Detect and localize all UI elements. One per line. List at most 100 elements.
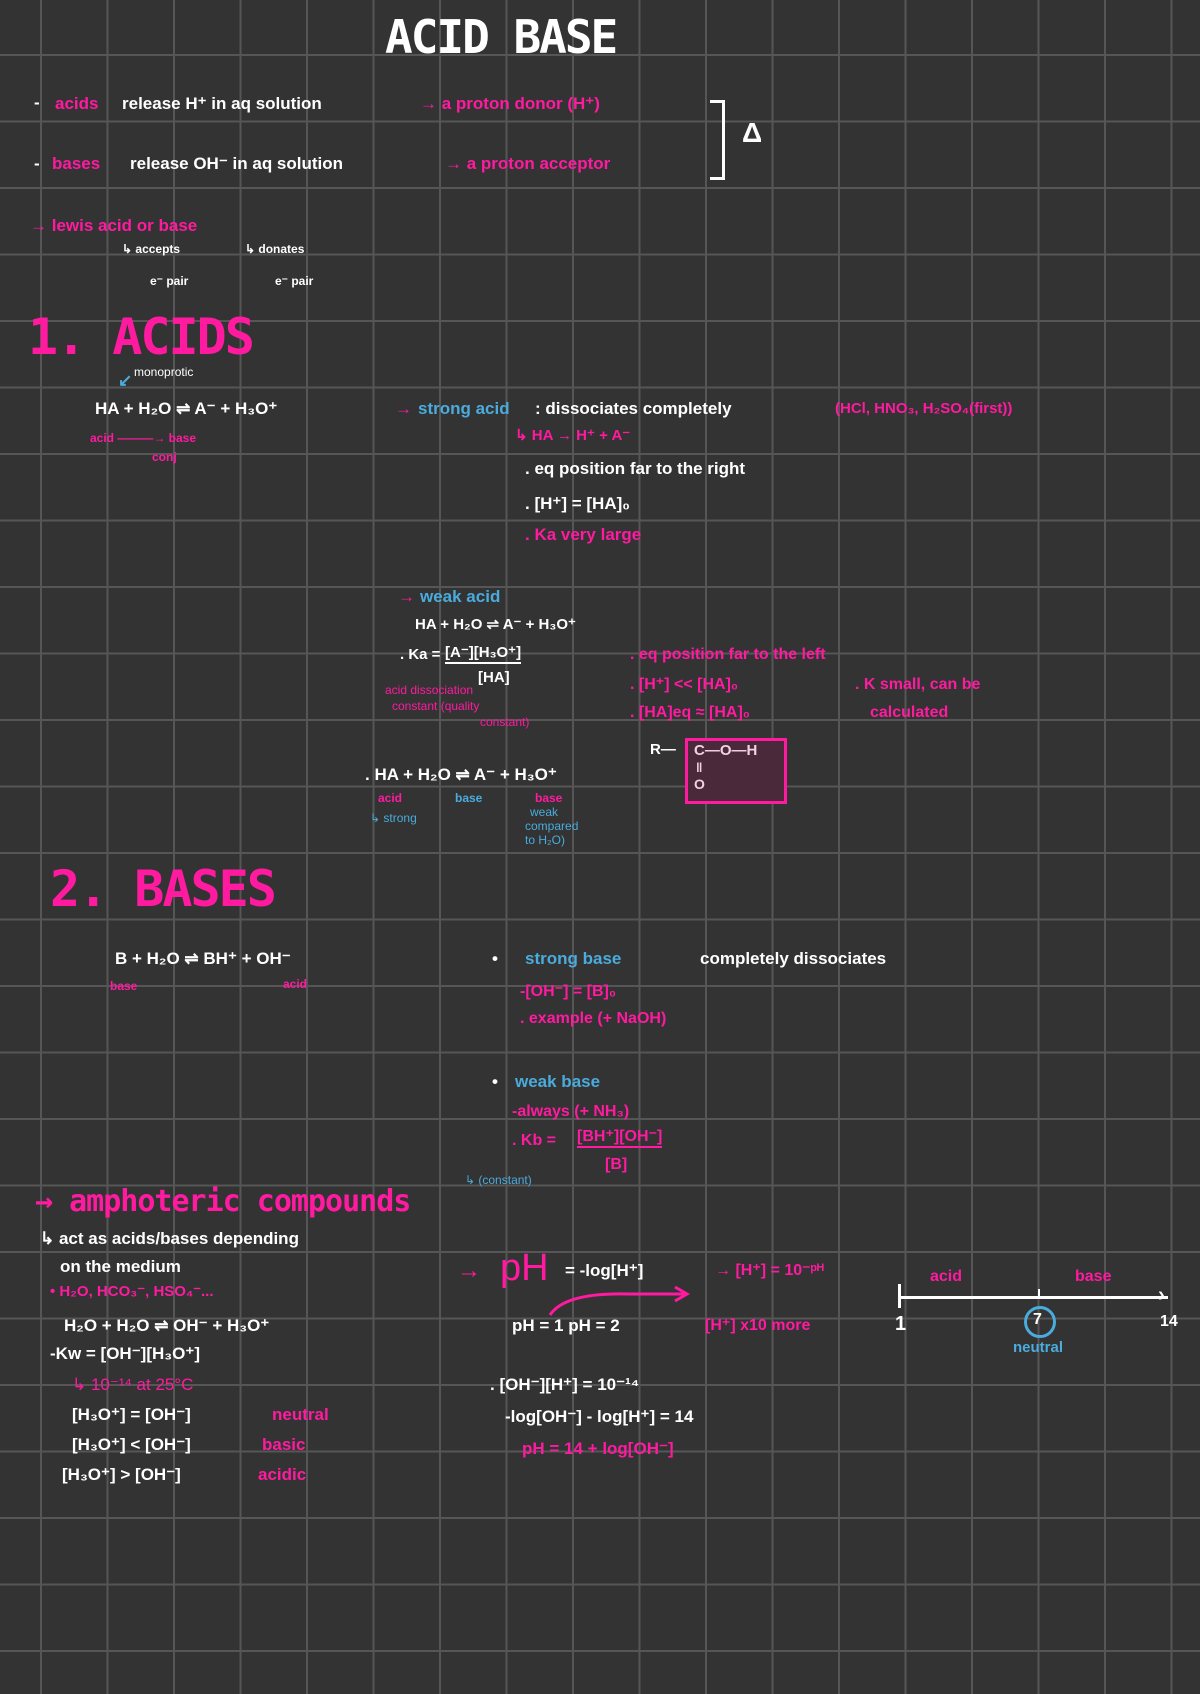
bullet: • [492,949,498,968]
kb-numerator: [BH⁺][OH⁻] [577,1128,663,1148]
acid-label: acid [378,791,403,805]
lewis-acid-note: ↳ accepts [122,242,181,256]
strong-base-label: strong base [525,949,622,968]
conj-base-label: base [535,791,563,805]
weak-acid-label: weak acid [420,587,501,606]
ka-numerator: [A⁻][H₃O⁺] [445,644,522,664]
scale-neutral-label: neutral [1013,1339,1064,1356]
strong-acid-point: . Ka very large [525,525,642,544]
acids-term: acids [55,94,99,113]
carboxyl-box: C—O—H ‖ O [685,738,787,804]
case-expr: [H₃O⁺] < [OH⁻] [72,1435,191,1454]
curved-arrow-icon [548,1285,690,1316]
proton-donor: → a proton donor (H⁺) [420,94,600,113]
scale-tick [898,1284,901,1308]
kw-expression: -Kw = [OH⁻][H₃O⁺] [50,1344,200,1363]
lewis-heading: → lewis acid or base [30,216,198,235]
ph-compare-note: [H⁺] x10 more [705,1317,811,1334]
lewis-acid-note: e⁻ pair [150,274,189,288]
weak-base-point: -always (+ NH₃) [512,1103,630,1120]
bases-term: bases [52,154,101,173]
bracket [710,100,725,180]
strong-acid-examples: (HCl, HNO₃, H₂SO₄(first)) [835,400,1013,417]
neutral-circle [1024,1306,1056,1338]
ph-compare: pH = 1 pH = 2 [512,1316,620,1335]
structure-oxygen: O [694,776,705,792]
scale-tick [1038,1289,1040,1299]
ph-final: pH = 14 + log[OH⁻] [522,1439,674,1458]
ka-note: constant) [480,715,530,729]
weak-acid-equation: HA + H₂O ⇌ A⁻ + H₃O⁺ [415,616,576,633]
dash: - [34,154,40,173]
kb-denominator: [B] [605,1156,628,1173]
conj-acid-label: acid [283,977,308,991]
conj-label: conj [152,450,177,464]
ka-lhs: . Ka = [400,646,441,663]
weak-note: compared [525,819,579,833]
ph-definition: = -log[H⁺] [565,1261,644,1280]
amphoteric-examples: • H₂O, HCO₃⁻, HSO₄⁻... [50,1283,214,1300]
bases-definition: release OH⁻ in aq solution [130,154,344,173]
strong-acid-desc: : dissociates completely [535,399,732,418]
amphoteric-line: on the medium [60,1257,181,1276]
weak-note: to H₂O) [525,833,565,847]
base-equation: B + H₂O ⇌ BH⁺ + OH⁻ [115,949,291,968]
weak-acid-side-note: . K small, can be [855,676,981,693]
kw-value: ↳ 10⁻¹⁴ at 25°C [72,1375,194,1394]
arrow-icon: → [395,399,412,418]
page-title: ACID BASE [385,10,618,64]
arrow-icon: → [398,587,415,606]
structure-double-bond: ‖ [696,760,703,775]
ka-note: constant (quality [392,699,480,713]
acid-equation: HA + H₂O ⇌ A⁻ + H₃O⁺ [95,399,278,418]
structure-r: R— [650,741,676,758]
amphoteric-line: ↳ act as acids/bases depending [40,1229,299,1248]
strong-acid-point: . [H⁺] = [HA]₀ [525,494,630,513]
weak-acid-point: . [HA]eq ≈ [HA]₀ [630,704,750,721]
lewis-base-note: e⁻ pair [275,274,314,288]
ph-label: pH [500,1247,549,1289]
scale-base-label: base [1075,1268,1112,1285]
amphoteric-heading: → amphoteric compounds [35,1184,411,1219]
case-expr: [H₃O⁺] > [OH⁻] [62,1465,181,1484]
kb-lhs: . Kb = [512,1132,557,1149]
strong-acid-reaction: ↳ HA → H⁺ + A⁻ [515,427,631,444]
acids-heading: 1. ACIDS [28,308,255,366]
case-expr: [H₃O⁺] = [OH⁻] [72,1405,191,1424]
weak-base-label: weak base [515,1072,601,1091]
proton-acceptor: → a proton acceptor [445,154,611,173]
strong-acid-label: strong acid [418,399,510,418]
scale-neutral-value: 7 [1033,1311,1042,1328]
bases-heading: 2. BASES [50,860,277,918]
bullet: • [492,1072,498,1091]
strong-base-desc: completely dissociates [700,949,887,968]
ka-note: acid dissociation [385,683,474,697]
strong-note: ↳ strong [370,811,417,825]
ka-denominator: [HA] [478,669,510,686]
strong-base-point: -[OH⁻] = [B]₀ [520,983,617,1000]
arrowhead-icon: › [1158,1284,1165,1306]
arrow-icon: ↙ [118,371,133,390]
case-label: neutral [272,1405,329,1424]
base-label: base [110,979,138,993]
weak-acid-side-note: calculated [870,704,949,721]
acid-base-label: acid ———→ base [90,431,197,445]
scale-line [898,1296,1168,1299]
scale-min: 1 [895,1313,907,1335]
ion-product: . [OH⁻][H⁺] = 10⁻¹⁴ [490,1375,640,1394]
arrow-icon: → [457,1257,481,1284]
case-label: basic [262,1435,306,1454]
log-relation: -log[OH⁻] - log[H⁺] = 14 [505,1407,694,1426]
lewis-base-note: ↳ donates [245,242,305,256]
scale-max: 14 [1160,1313,1178,1330]
ph-inverse: → [H⁺] = 10⁻ᵖᴴ [715,1262,824,1279]
weak-acid-point: . eq position far to the left [630,646,826,663]
conjugate-equation: . HA + H₂O ⇌ A⁻ + H₃O⁺ [365,765,557,784]
dash: - [34,93,40,112]
constant-note: ↳ (constant) [465,1173,532,1187]
case-label: acidic [258,1465,307,1484]
water-autoionization: H₂O + H₂O ⇌ OH⁻ + H₃O⁺ [64,1316,270,1335]
structure-carboxyl: C—O—H [694,742,758,759]
bracket-symbol: Δ [742,117,763,148]
weak-note: weak [530,805,559,819]
